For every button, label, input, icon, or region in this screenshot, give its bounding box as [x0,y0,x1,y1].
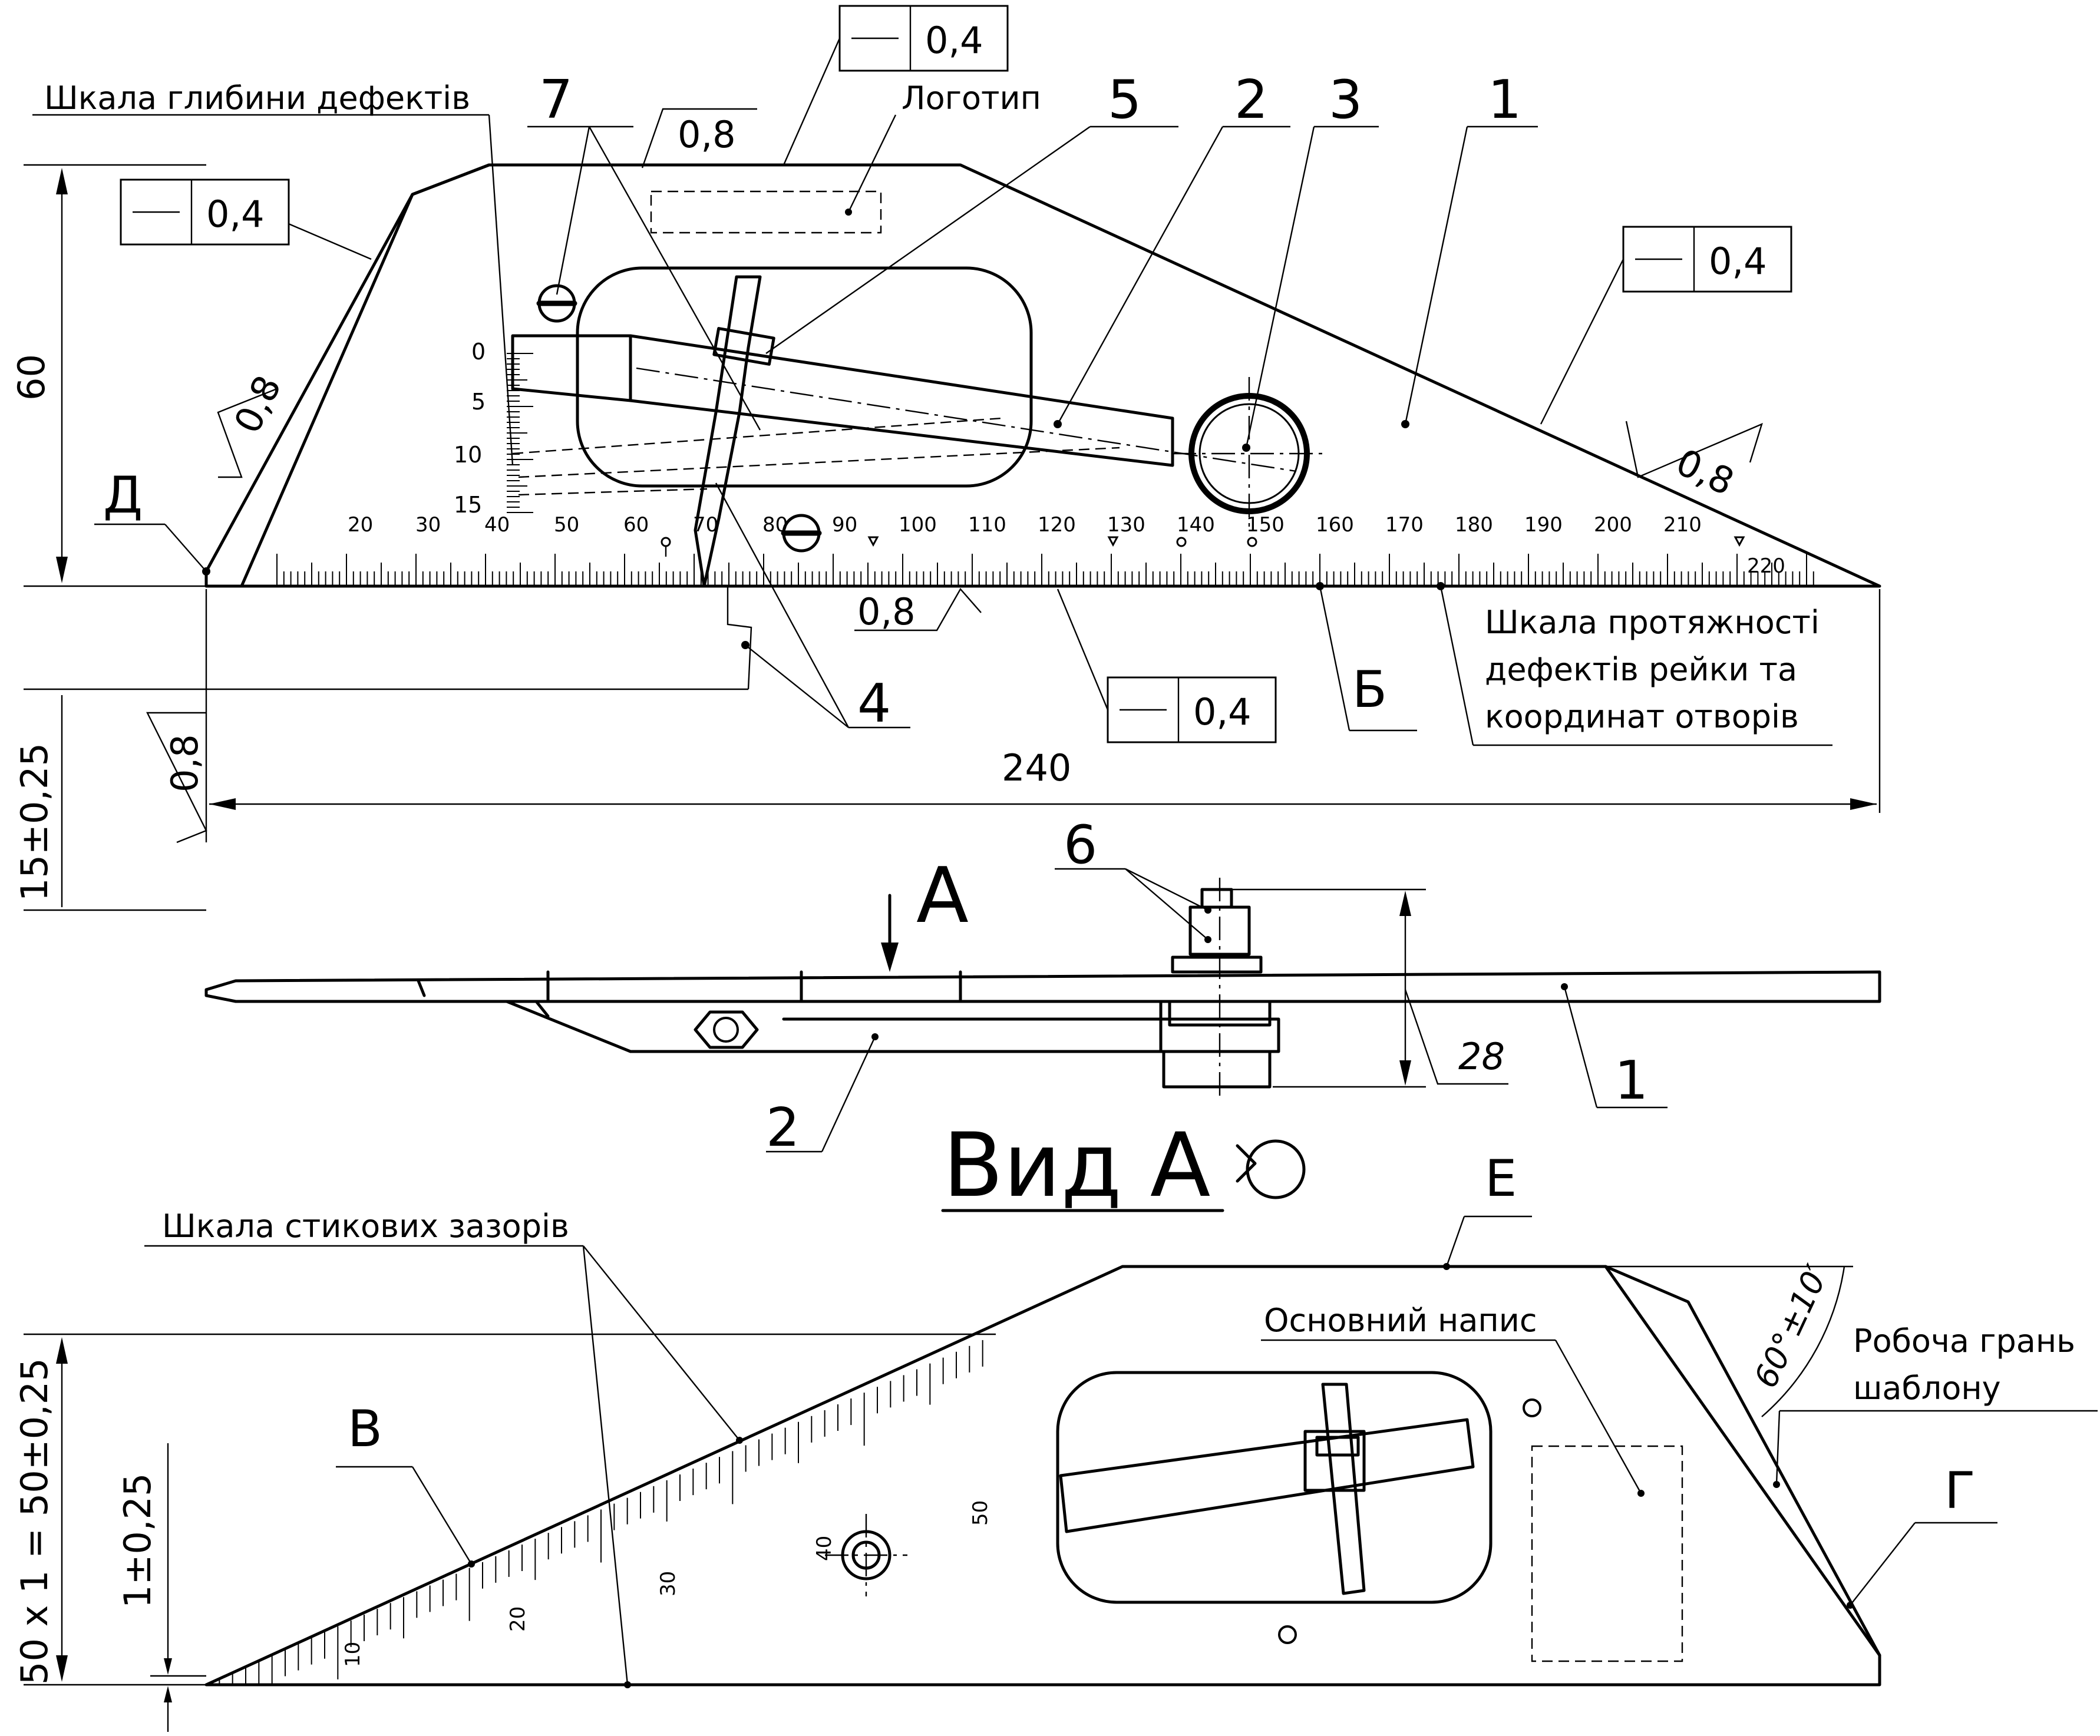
dim-height: 60 [10,354,53,401]
part-number-1: 1 [1488,69,1521,131]
top-view: 0 5 10 15 20 30 40 50 60 70 80 90 100 11… [10,5,1881,911]
part-number-2: 2 [1234,69,1268,131]
svg-text:0,8: 0,8 [678,113,736,156]
letter-g: Г [1944,1461,1975,1520]
letter-d: Д [103,466,143,525]
view-a: Вид А 10 20 30 40 50 Шкала стико [13,1115,2098,1732]
svg-text:0,8: 0,8 [226,369,290,440]
depth-tick-label: 10 [454,442,482,468]
part-number-2-side: 2 [766,1097,800,1159]
view-arrow-a: А [916,851,969,940]
letter-v: В [348,1400,382,1459]
label-length-scale-3: координат отворів [1485,698,1799,735]
lever-side [505,1000,1163,1053]
length-tick-label: 130 [1107,513,1145,537]
length-tick-label: 220 [1747,554,1785,578]
length-tick-label: 100 [899,513,937,537]
dim-angle: 60°±10′ [1747,1259,1836,1394]
length-tick-label: 200 [1594,513,1632,537]
label-length-scale-1: Шкала протяжності [1485,604,1820,641]
part-number-5: 5 [1108,69,1141,131]
label-main-inscription: Основний напис [1264,1302,1537,1339]
tolerance-frame: 0,4 [782,5,1009,166]
svg-text:0,4: 0,4 [1709,240,1767,283]
length-tick-label: 150 [1246,513,1285,537]
roughness-value: 0,8 [163,734,206,792]
gap-tick-label: 20 [506,1606,530,1632]
letter-b: Б [1352,660,1387,719]
length-tick-label: 190 [1524,513,1563,537]
tolerance-frame: 0,4 [1540,226,1792,425]
length-scale [276,554,1814,586]
gap-tick-label: 40 [813,1536,836,1561]
logo-placeholder [650,190,882,234]
gap-tick-label: 30 [656,1571,680,1596]
depth-tick-label: 5 [471,389,486,415]
pivot-stack [1171,955,1263,974]
depth-tick-label: 15 [454,492,482,518]
dim-thickness: 15±0,25 [13,743,56,901]
tolerance-frame: 0,4 [120,178,372,260]
label-working-face-1: Робоча грань [1853,1322,2075,1360]
dim-gap-height: 50 x 1 = 50±0,25 [13,1358,56,1685]
length-tick-label: 80 [762,513,788,537]
length-tick-label: 90 [832,513,857,537]
svg-text:0,8: 0,8 [857,590,916,633]
part-number-1-side: 1 [1614,1050,1648,1112]
length-tick-label: 110 [968,513,1006,537]
tolerance-frame: 0,4 [1056,588,1277,743]
view-a-title: Вид А [943,1115,1210,1217]
label-depth-scale: Шкала глибини дефектів [44,80,470,117]
part-number-3: 3 [1329,69,1362,131]
window-cutout [576,266,1033,488]
part-number-6: 6 [1064,814,1097,876]
length-tick-label: 20 [348,513,373,537]
length-tick-label: 60 [623,513,649,537]
part-number-4: 4 [857,673,891,735]
svg-text:0,4: 0,4 [1193,690,1252,733]
gap-scale [219,1340,983,1685]
needle-nut [712,327,775,366]
label-length-scale-2: дефектів рейки та [1485,651,1797,688]
length-tick-label: 160 [1316,513,1354,537]
measuring-needle [694,275,762,588]
template-body-view-a [204,1265,1881,1687]
bevel-edge [240,163,491,588]
length-tick-label: 70 [693,513,718,537]
gap-tick-label: 50 [969,1500,992,1526]
length-tick-label: 170 [1385,513,1424,537]
dim-width: 28 [1458,1035,1505,1078]
label-gap-scale: Шкала стикових зазорів [162,1208,569,1245]
gap-tick-label: 10 [341,1642,365,1667]
svg-text:0,4: 0,4 [925,19,983,62]
length-tick-label: 50 [554,513,579,537]
hex-nut [694,1010,759,1049]
window-cutout-view-a [1056,1371,1493,1604]
part-number-7: 7 [539,69,573,131]
length-tick-label: 180 [1455,513,1493,537]
side-view: А 28 6 2 1 [204,814,1881,1159]
length-tick-label: 210 [1663,513,1702,537]
rotation-icon [1246,1139,1306,1199]
length-tick-label: 140 [1177,513,1215,537]
label-logo: Логотип [902,80,1041,117]
template-plate-side [204,970,1881,1003]
depth-tick-label: 0 [471,339,486,365]
svg-text:0,4: 0,4 [206,193,265,236]
letter-e: Е [1485,1149,1517,1208]
title-block-placeholder [1531,1445,1683,1662]
label-working-face-2: шаблону [1853,1370,2001,1407]
dim-length: 240 [1002,746,1071,789]
dim-step: 1±0,25 [116,1473,159,1608]
length-tick-label: 40 [484,513,510,537]
length-tick-label: 120 [1038,513,1076,537]
length-tick-label: 30 [415,513,441,537]
